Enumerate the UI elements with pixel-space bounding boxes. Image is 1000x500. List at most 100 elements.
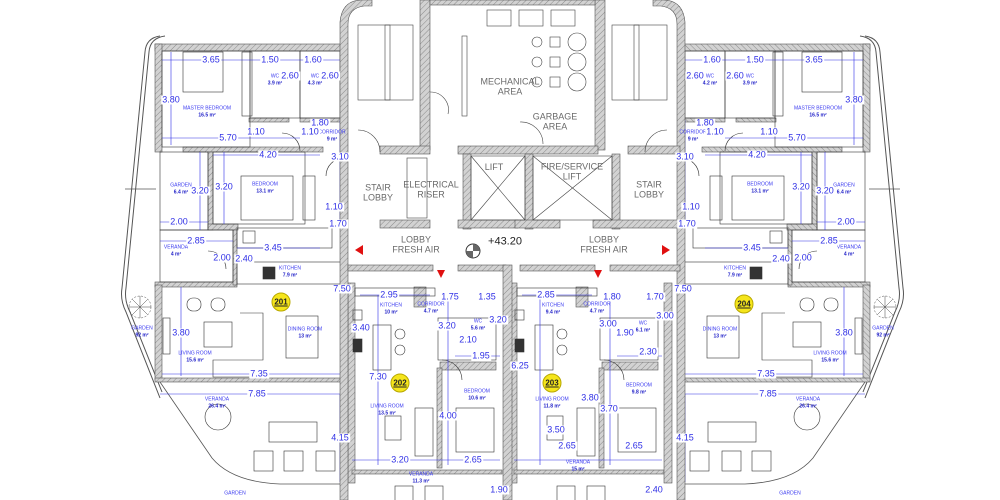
unit-201-room-name: WC — [270, 73, 280, 80]
core-area-label: LOBBY FRESH AIR — [580, 234, 628, 255]
unit-204-room-area: 4 m² — [843, 251, 855, 258]
unit-204-room-name: VERANDA — [795, 396, 821, 403]
dimension-label: 2.30 — [638, 346, 658, 357]
unit-201-room-area: 26.4 m² — [208, 403, 226, 410]
unit-204-room-name: WC — [705, 73, 715, 80]
unit-202-room-name: WC — [473, 318, 483, 325]
core-area-label: MECHANICAL AREA — [480, 76, 540, 97]
dimension-label: 7.85 — [247, 388, 267, 399]
dimension-label: 3.50 — [546, 424, 566, 435]
dimension-label: 3.20 — [214, 181, 234, 192]
unit-203-room-name: Corridor — [583, 301, 611, 308]
dimension-label: 4.15 — [675, 432, 695, 443]
unit-201-room-area: 6.4 m² — [173, 189, 189, 196]
dimension-label: 1.10 — [300, 126, 320, 137]
unit-202-room-area: 4.7 m² — [423, 308, 439, 315]
unit-204-room-name: LIVING ROOM — [813, 350, 847, 357]
dimension-label: 1.60 — [303, 54, 323, 65]
dimension-label: 3.00 — [655, 310, 675, 321]
unit-204-room-area: 4.2 m² — [702, 80, 718, 87]
unit-number-badge: 203 — [542, 373, 562, 393]
core-area-label: GARBAGE AREA — [532, 111, 578, 132]
dimension-label: 5.70 — [218, 132, 238, 143]
unit-number-badge: 204 — [734, 294, 754, 314]
dimension-label: 3.20 — [791, 181, 811, 192]
direction-arrow-icons — [355, 245, 670, 278]
unit-203-room-name: VERANDA — [565, 459, 591, 466]
unit-201-room-area: 15.6 m² — [186, 357, 204, 364]
unit-203-room-area: 11.8 m² — [543, 403, 561, 410]
unit-202-room-area: 11.3 m² — [412, 478, 430, 485]
unit-203-room-area: 9.8 m² — [631, 389, 647, 396]
dimension-label: 3.65 — [804, 54, 824, 65]
unit-202-room-name: BEDROOM — [464, 388, 490, 395]
unit-201-room-name: DINING ROOM — [287, 326, 323, 333]
unit-203-room-name: LIVING ROOM — [535, 396, 569, 403]
level-marker-icon — [465, 243, 481, 259]
dimension-label: 1.70 — [677, 218, 697, 229]
dimension-label: 3.10 — [330, 151, 350, 162]
dimension-label: 3.70 — [599, 403, 619, 414]
dimension-label: 2.60 — [685, 70, 705, 81]
unit-201-room-name: BEDROOM — [252, 181, 278, 188]
dimension-label: 2.00 — [169, 216, 189, 227]
dimension-label: 1.75 — [440, 291, 460, 302]
unit-201-room-name: Corridor — [318, 129, 346, 136]
dimension-label: 2.40 — [771, 253, 791, 264]
dimension-label: 4.00 — [438, 410, 458, 421]
unit-203-room-area: 6.1 m² — [635, 327, 651, 334]
unit-201-room-name: WC — [310, 73, 320, 80]
unit-204-room-area: 7.9 m² — [727, 272, 743, 279]
unit-202-room-area: 10 m² — [384, 309, 398, 316]
dimension-label: 7.50 — [332, 283, 352, 294]
unit-201-room-area: 4.3 m² — [307, 80, 323, 87]
unit-201-room-area: 16.5 m² — [198, 112, 216, 119]
dimension-label: 2.85 — [819, 235, 839, 246]
unit-204-room-name: KITCHEN — [724, 265, 746, 272]
dimension-label: 1.50 — [745, 54, 765, 65]
dimension-label: 4.20 — [258, 149, 278, 160]
unit-204-room-area: 13 m² — [713, 333, 727, 340]
dimension-label: 3.80 — [844, 94, 864, 105]
dimension-label: 1.90 — [489, 484, 509, 495]
dimension-label: 3.10 — [675, 151, 695, 162]
unit-201-room-name: GARDEN — [224, 490, 246, 497]
unit-201-room-area: 92 m² — [135, 332, 149, 339]
unit-204-room-area: 6.4 m² — [836, 189, 852, 196]
dimension-label: 2.85 — [536, 289, 556, 300]
unit-204-room-name: GARDEN — [779, 490, 801, 497]
core-area-label: STAIR LOBBY — [362, 182, 394, 203]
dimension-label: 6.25 — [510, 360, 530, 371]
unit-201-room-name: VERANDA — [163, 244, 189, 251]
dimension-label: 3.20 — [437, 320, 457, 331]
dimension-label: 3.45 — [742, 242, 762, 253]
dimension-label: 7.50 — [673, 283, 693, 294]
unit-204-room-area: 26.4 m² — [799, 403, 817, 410]
unit-201-room-area: 7.9 m² — [282, 272, 298, 279]
unit-202-room-name: Corridor — [417, 301, 445, 308]
dimension-label: 1.80 — [310, 117, 330, 128]
unit-203-room-name: BEDROOM — [626, 382, 652, 389]
dimension-label: 2.40 — [644, 484, 664, 495]
unit-201-room-name: KITCHEN — [279, 265, 301, 272]
unit-204-room-name: GARDEN — [872, 325, 894, 332]
dimension-label: 7.35 — [249, 368, 269, 379]
unit-201-room-name: GARDEN — [170, 182, 192, 189]
unit-number-badge: 202 — [390, 373, 410, 393]
unit-204-room-name: GARDEN — [833, 182, 855, 189]
unit-202-room-name: VERANDA — [408, 471, 434, 478]
unit-202-room-area: 5.6 m² — [470, 325, 486, 332]
dimension-label: 3.20 — [190, 185, 210, 196]
unit-201-room-name: GARDEN — [131, 325, 153, 332]
unit-204-room-area: 9 m² — [687, 136, 699, 143]
dimension-label: 1.60 — [702, 54, 722, 65]
core-lines — [357, 9, 668, 221]
unit-204-room-area: 13.1 m² — [751, 188, 769, 195]
core-walls — [339, 0, 686, 500]
unit-201-room-area: 9 m² — [326, 136, 338, 143]
core-area-label: STAIR LOBBY — [633, 179, 665, 200]
dimension-label: 3.65 — [201, 54, 221, 65]
dimension-label: 3.40 — [351, 322, 371, 333]
